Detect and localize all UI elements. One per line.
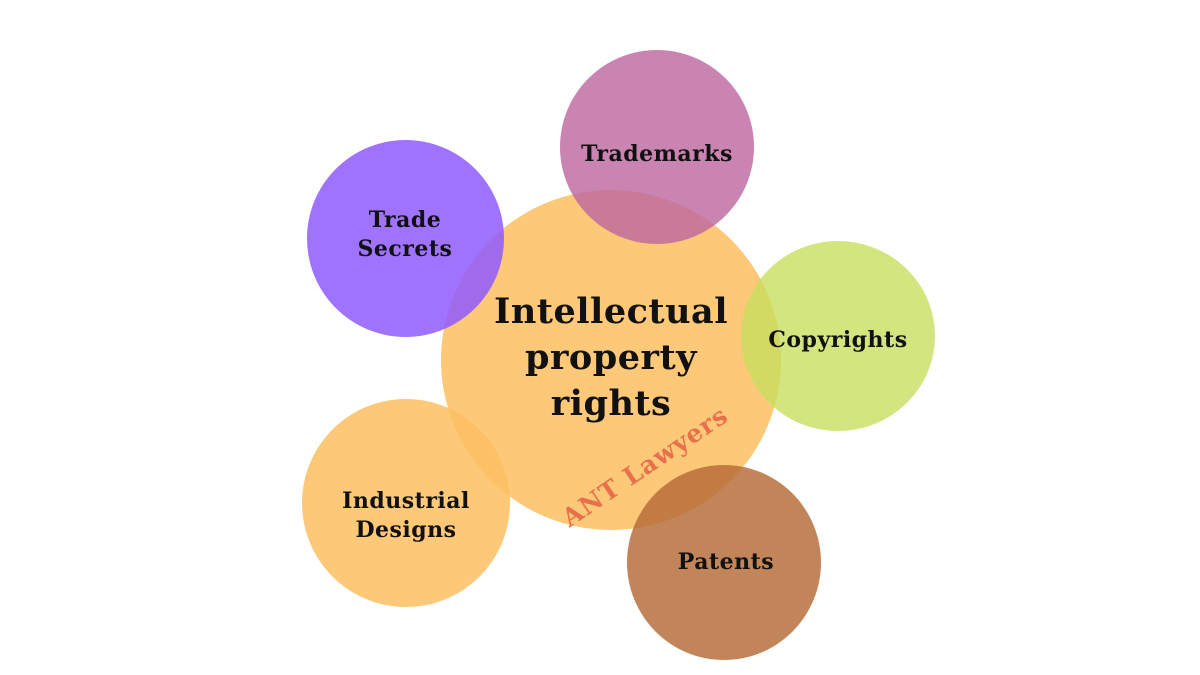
industrial-designs-circle	[302, 399, 510, 607]
copyrights-label: Copyrights	[768, 327, 908, 353]
patents-label: Patents	[677, 549, 775, 575]
industrial-designs-label: Industrial Designs	[342, 488, 470, 543]
patents-circle	[627, 465, 821, 660]
trademarks-circle	[560, 50, 754, 244]
trademarks-label: Trademarks	[581, 141, 733, 167]
copyrights-circle	[741, 241, 935, 431]
trade-secrets-circle	[307, 140, 504, 337]
center-label: Intellectual property rights	[493, 291, 728, 425]
trade-secrets-label: Trade Secrets	[357, 207, 453, 262]
